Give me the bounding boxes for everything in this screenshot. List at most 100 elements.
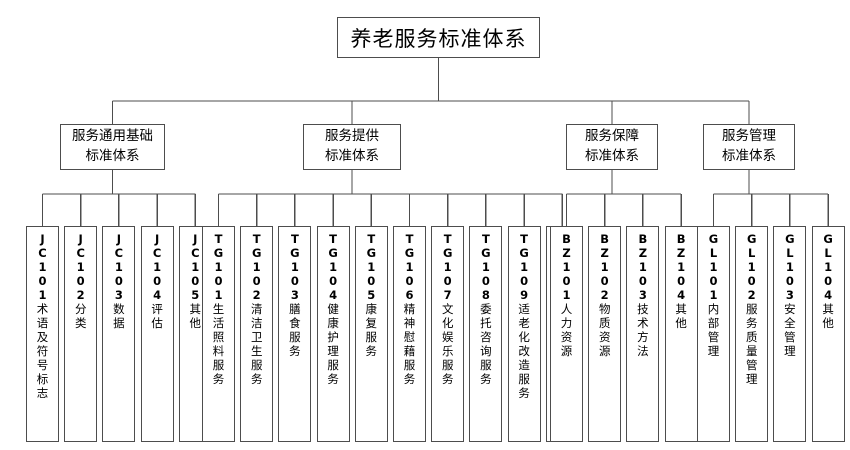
leaf-char: G: [519, 246, 529, 260]
leaf-char: G: [366, 246, 377, 260]
leaf-char: 分: [74, 302, 87, 316]
leaf-char: L: [824, 246, 832, 260]
leaf-char: 4: [329, 288, 338, 302]
leaf-char: 质: [598, 316, 611, 330]
leaf-char: T: [290, 232, 299, 246]
category-node-bz[interactable]: 服务保障 标准体系: [566, 124, 658, 170]
leaf-char: B: [676, 232, 686, 246]
leaf-char: 服: [745, 302, 758, 316]
leaf-char: 1: [785, 260, 794, 274]
leaf-char: 1: [214, 288, 223, 302]
leaf-char: 1: [214, 260, 223, 274]
leaf-char: B: [600, 232, 610, 246]
leaf-char: 他: [822, 316, 834, 330]
leaf-char: Z: [638, 246, 648, 260]
leaf-char: 0: [214, 274, 223, 288]
leaf-char: 改: [518, 344, 530, 358]
leaf-char: 类: [74, 316, 87, 330]
leaf-char: 务: [480, 372, 492, 386]
leaf-char: 理: [327, 344, 339, 358]
leaf-char: 1: [709, 260, 718, 274]
leaf-char: 健: [327, 302, 339, 316]
leaf-char: 服: [327, 358, 339, 372]
leaf-char: 4: [677, 288, 686, 302]
leaf-char: 适: [518, 302, 530, 316]
leaf-char: 活: [212, 316, 225, 330]
leaf-char: G: [290, 246, 300, 260]
leaf-char: 慰: [403, 330, 416, 344]
leaf-char: 1: [709, 288, 718, 302]
leaf-char: 0: [290, 274, 299, 288]
leaf-char: 0: [785, 274, 794, 288]
leaf-char: 0: [153, 274, 162, 288]
leaf-char: 他: [675, 316, 687, 330]
root-node[interactable]: 养老服务标准体系: [337, 17, 540, 58]
leaf-char: 8: [481, 288, 490, 302]
leaf-char: G: [442, 246, 453, 260]
category-node-jc[interactable]: 服务通用基础 标准体系: [60, 124, 165, 170]
leaf-char: C: [38, 246, 47, 260]
leaf-char: 资: [598, 330, 611, 344]
leaf-char: 据: [113, 316, 125, 330]
leaf-char: 0: [252, 274, 261, 288]
leaf-char: 技: [637, 302, 649, 316]
leaf-char: 2: [600, 288, 609, 302]
leaf-char: 康: [365, 302, 378, 316]
leaf-char: 0: [405, 274, 414, 288]
leaf-char: 4: [153, 288, 162, 302]
leaf-char: T: [443, 232, 452, 246]
root-node-label: 养老服务标准体系: [350, 26, 527, 51]
leaf-char: J: [116, 232, 122, 246]
leaf-char: 2: [747, 288, 756, 302]
leaf-char: 3: [114, 288, 123, 302]
leaf-char: 源: [598, 344, 611, 358]
leaf-char: 料: [212, 344, 225, 358]
leaf-char: 方: [637, 330, 649, 344]
leaf-char: 照: [212, 330, 225, 344]
category-node-label: 服务管理 标准体系: [722, 128, 776, 164]
leaf-char: 0: [677, 274, 686, 288]
leaf-char: 1: [367, 260, 376, 274]
leaf-char: 其: [189, 302, 202, 316]
category-node-tg[interactable]: 服务提供 标准体系: [303, 124, 401, 170]
leaf-char: 1: [562, 260, 571, 274]
leaf-char: 评: [151, 302, 163, 316]
category-node-label: 服务保障 标准体系: [585, 128, 639, 164]
leaf-char: B: [638, 232, 648, 246]
leaf-char: 1: [481, 260, 490, 274]
leaf-char: 0: [600, 274, 609, 288]
leaf-char: 0: [329, 274, 338, 288]
leaf-char: 3: [785, 288, 794, 302]
leaf-char: T: [405, 232, 414, 246]
leaf-char: 卫: [250, 330, 263, 344]
leaf-char: 0: [520, 274, 529, 288]
leaf-char: 造: [518, 358, 530, 372]
leaf-char: 康: [327, 316, 339, 330]
leaf-char: 0: [443, 274, 452, 288]
category-node-gl[interactable]: 服务管理 标准体系: [703, 124, 795, 170]
leaf-char: 全: [784, 316, 796, 330]
leaf-char: 志: [36, 386, 49, 400]
